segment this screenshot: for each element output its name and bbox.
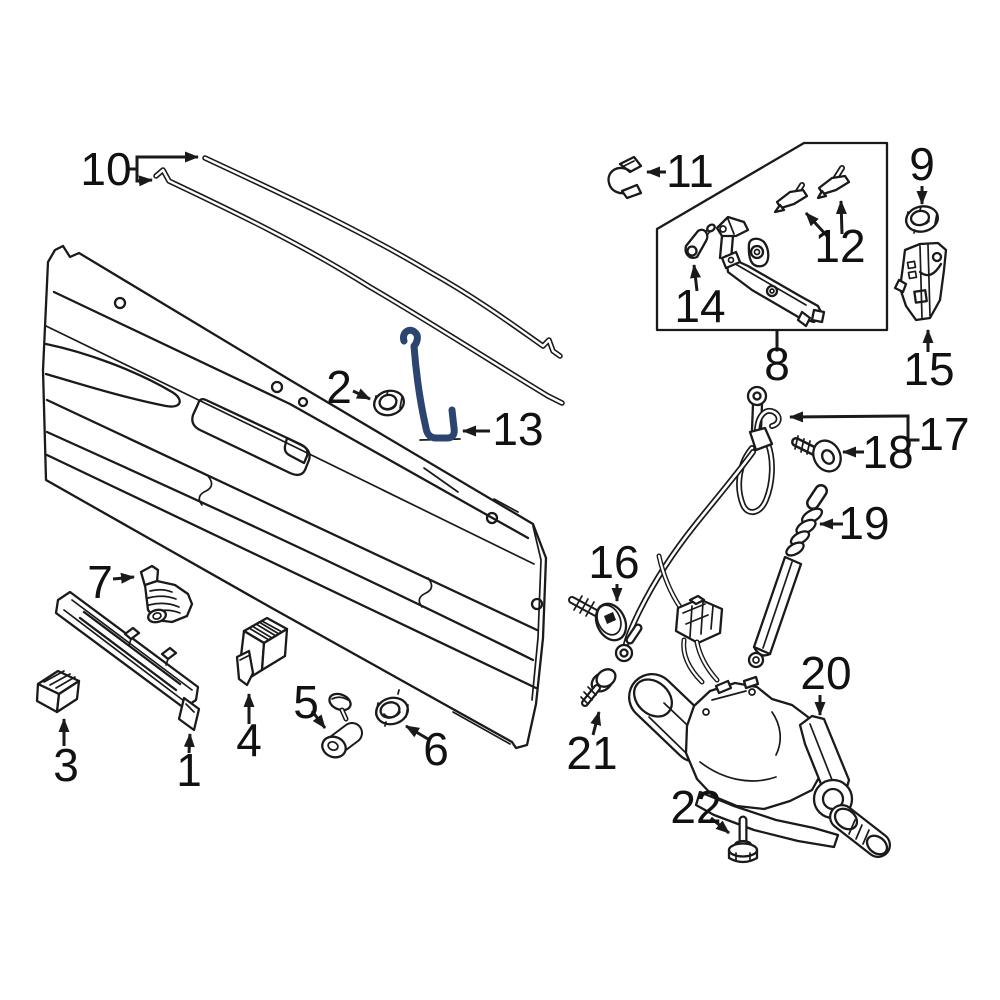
part-8-bracket <box>715 215 826 328</box>
callout-2-label: 2 <box>326 361 352 413</box>
panel-recess-left <box>44 342 181 408</box>
callout-15-label: 15 <box>903 343 954 395</box>
panel-d-hole <box>283 436 309 465</box>
part-18-bolt: 18 <box>791 426 914 478</box>
part-9-nut: 9 <box>904 138 940 234</box>
callout-12-label: 12 <box>814 220 865 272</box>
callout-8-label: 8 <box>764 338 790 390</box>
callout-17-bracket <box>906 414 920 454</box>
callout-3-label: 3 <box>53 739 79 791</box>
callout-17-arrow <box>789 411 909 423</box>
panel-crease-band-3 <box>45 453 538 690</box>
panel-handle-recess <box>191 397 311 477</box>
callout-10-label: 10 <box>80 143 131 195</box>
part-5-lock-cylinder: 5 <box>293 676 363 759</box>
part-3-applique: 3 <box>35 669 81 791</box>
part-20-actuator: 20 <box>628 553 891 858</box>
part-8-bracket-assembly: 8 <box>655 141 889 390</box>
tailgate-panel <box>41 244 548 750</box>
part-15-latch: 15 <box>893 241 955 395</box>
part-13-rod <box>400 326 458 442</box>
panel-corner-fold <box>452 711 511 745</box>
callout-18-label: 18 <box>862 426 913 478</box>
panel-hole-2 <box>270 380 284 394</box>
callout-21-arrow <box>590 711 602 736</box>
panel-hole-4 <box>485 511 499 525</box>
panel-hole-5 <box>530 597 544 611</box>
panel-top-fold <box>52 290 530 540</box>
callout-10-arrow-bottom <box>136 175 153 187</box>
panel-tick-2 <box>493 498 519 513</box>
part-16-screw: 16 <box>568 536 640 642</box>
callout-6-arrow <box>405 724 429 741</box>
panel-hole-1 <box>113 296 127 310</box>
callout-22-arrow <box>710 816 730 835</box>
part-17-cable: 17 <box>614 385 970 663</box>
callout-13-label: 13 <box>492 403 543 455</box>
panel-hole-3 <box>297 396 309 408</box>
callout-5-label: 5 <box>293 676 319 728</box>
panel-zigzag-1 <box>198 475 213 506</box>
panel-tick-1 <box>423 467 459 493</box>
part-19-strut: 19 <box>747 484 890 669</box>
callout-20-label: 20 <box>800 647 851 699</box>
callout-14-arrow <box>690 264 701 292</box>
callout-2-arrow <box>352 388 371 401</box>
panel-flange-inner <box>531 525 542 701</box>
part-12-studs: 12 <box>773 165 866 272</box>
callout-21-label: 21 <box>566 727 617 779</box>
callout-11-label: 11 <box>666 145 714 197</box>
callout-22-label: 22 <box>670 781 721 833</box>
part-21-bolt: 21 <box>566 668 618 779</box>
panel-crease-band-1 <box>45 398 539 632</box>
actuator-base <box>694 790 840 849</box>
callout-6-label: 6 <box>423 723 449 775</box>
part-2-nut: 2 <box>326 361 405 417</box>
callout-1-arrow <box>183 733 195 754</box>
callout-19-label: 19 <box>838 497 889 549</box>
callout-14-label: 14 <box>674 280 725 332</box>
callout-1-label: 1 <box>176 744 202 796</box>
part-11-rod-clip: 11 <box>607 145 714 200</box>
part-14-clip: 14 <box>674 223 726 332</box>
part-1-handle-molding: 1 <box>54 590 202 796</box>
callout-4-label: 4 <box>236 714 262 766</box>
part-4-bezel: 4 <box>235 616 289 766</box>
part-7-camera: 7 <box>87 556 194 624</box>
panel-zigzag-2 <box>418 577 433 608</box>
callout-17-label: 17 <box>918 408 969 460</box>
callout-7-arrow <box>112 572 135 584</box>
callout-12-arrow-right <box>835 200 847 235</box>
panel-outline <box>41 244 548 750</box>
callout-16-label: 16 <box>588 536 639 588</box>
callout-9-label: 9 <box>909 138 935 190</box>
part-6-nut: 6 <box>375 689 449 775</box>
part-13-latch-rod-highlighted: 13 <box>400 326 544 455</box>
callout-7-label: 7 <box>87 556 113 608</box>
panel-crease-band-2 <box>45 430 535 662</box>
panel-crease-upper <box>45 325 535 565</box>
callout-12-arrow-left <box>804 211 830 239</box>
part-22-stud: 22 <box>670 781 759 864</box>
part-10-release-rods: 10 <box>80 143 565 406</box>
callout-10-bracket <box>126 155 139 183</box>
callout-5-arrow <box>310 710 327 729</box>
